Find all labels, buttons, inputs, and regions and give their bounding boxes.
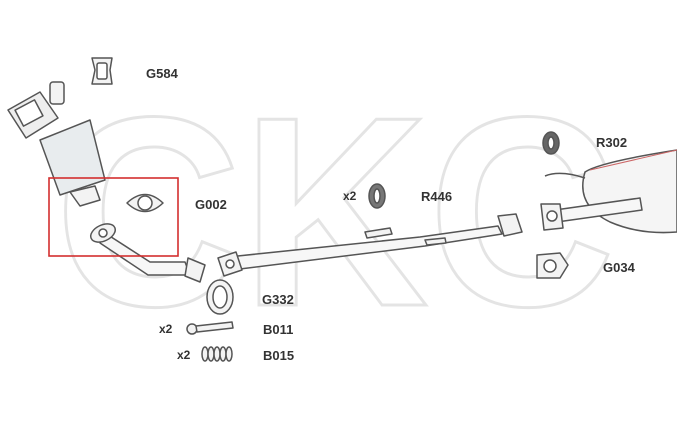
- part-label-r446: R446: [421, 189, 453, 204]
- part-qty-b011: x2: [159, 322, 173, 336]
- part-label-b015: B015: [263, 348, 295, 363]
- part-qty-r446: x2: [343, 189, 357, 203]
- part-label-b011: B011: [263, 322, 294, 337]
- part-label-r302: R302: [596, 135, 628, 150]
- spring-b015: [201, 346, 233, 362]
- watermark: CKC: [55, 62, 615, 363]
- highlight-box: [48, 177, 179, 257]
- part-label-g584: G584: [146, 66, 178, 81]
- part-qty-b015: x2: [177, 348, 191, 362]
- part-label-g332: G332: [262, 292, 294, 307]
- part-label-g034: G034: [603, 260, 635, 275]
- catalytic-converter: [39, 119, 106, 196]
- part-label-g002: G002: [195, 197, 227, 212]
